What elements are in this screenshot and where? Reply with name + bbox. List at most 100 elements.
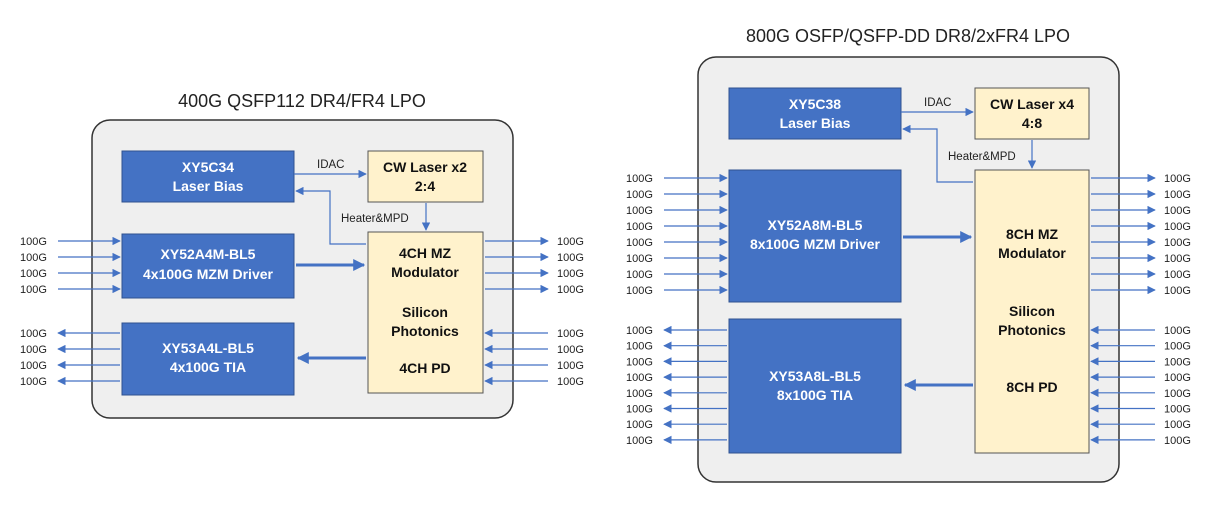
left-tx-out-label: 100G [557, 284, 584, 296]
left-cw-laser-line1: CW Laser x2 [383, 159, 467, 175]
right-driver-desc: 8x100G MZM Driver [750, 236, 880, 252]
right-tx-out-label: 100G [1164, 237, 1191, 249]
right-title: 800G OSFP/QSFP-DD DR8/2xFR4 LPO [746, 26, 1070, 46]
left-rx-out-label: 100G [20, 376, 47, 388]
left-sip-line1: Silicon [402, 304, 448, 320]
left-rx-in-label: 100G [557, 328, 584, 340]
left-tia-desc: 4x100G TIA [170, 359, 246, 375]
left-title: 400G QSFP112 DR4/FR4 LPO [178, 91, 426, 111]
left-driver-chip: XY52A4M-BL5 4x100G MZM Driver [121, 233, 295, 299]
right-tx-in-label: 100G [626, 269, 653, 281]
left-tx-in-label: 100G [20, 284, 47, 296]
right-tx-in-label: 100G [626, 285, 653, 297]
right-tx-outputs: 100G 100G 100G 100G 100G 100G 100G 100G [1091, 173, 1191, 297]
right-tx-out-label: 100G [1164, 285, 1191, 297]
left-cw-laser-line2: 2:4 [415, 178, 435, 194]
right-laser-bias-desc: Laser Bias [780, 115, 851, 131]
left-diagram: 400G QSFP112 DR4/FR4 LPO XY5C34 Laser Bi… [20, 91, 584, 419]
right-mpd-feedback-arrow [902, 124, 973, 183]
left-tx-out-label: 100G [557, 236, 584, 248]
left-laser-bias-chip: XY5C34 Laser Bias [121, 150, 295, 203]
left-rx-out-label: 100G [20, 344, 47, 356]
right-tx-out-label: 100G [1164, 253, 1191, 265]
right-photonics-block: 8CH MZ Modulator Silicon Photonics 8CH P… [974, 169, 1090, 454]
left-rx-in-label: 100G [557, 360, 584, 372]
right-tx-out-label: 100G [1164, 269, 1191, 281]
left-mpd-feedback-arrow [295, 186, 366, 245]
right-sip-line1: Silicon [1009, 303, 1055, 319]
right-rx-in-label: 100G [1164, 435, 1191, 447]
left-tx-inputs: 100G 100G 100G 100G [20, 236, 121, 296]
right-tx-in-label: 100G [626, 253, 653, 265]
right-rx-in-label: 100G [1164, 341, 1191, 353]
right-tx-in-label: 100G [626, 189, 653, 201]
left-rx-inputs: 100G 100G 100G 100G [484, 328, 584, 388]
right-tx-in-label: 100G [626, 237, 653, 249]
left-modulator-line1: 4CH MZ [399, 245, 452, 261]
right-tx-out-label: 100G [1164, 205, 1191, 217]
left-tx-outputs: 100G 100G 100G 100G [485, 236, 584, 296]
left-photonics-block: 4CH MZ Modulator Silicon Photonics 4CH P… [367, 231, 484, 394]
right-tx-out-label: 100G [1164, 189, 1191, 201]
right-tia-chip: XY53A8L-BL5 8x100G TIA [728, 318, 902, 454]
right-driver-chip: XY52A8M-BL5 8x100G MZM Driver [728, 169, 902, 303]
left-tx-in-label: 100G [20, 236, 47, 248]
left-rx-in-label: 100G [557, 376, 584, 388]
left-driver-name: XY52A4M-BL5 [161, 246, 256, 262]
left-rx-outputs: 100G 100G 100G 100G [20, 328, 120, 388]
left-tx-out-label: 100G [557, 252, 584, 264]
right-rx-out-label: 100G [626, 372, 653, 384]
right-tx-inputs: 100G 100G 100G 100G 100G 100G 100G 100G [626, 173, 728, 297]
right-rx-out-label: 100G [626, 388, 653, 400]
right-rx-in-label: 100G [1164, 372, 1191, 384]
right-tx-in-label: 100G [626, 173, 653, 185]
right-rx-in-label: 100G [1164, 325, 1191, 337]
right-modulator-line2: Modulator [998, 245, 1066, 261]
right-tx-in-label: 100G [626, 221, 653, 233]
right-rx-out-label: 100G [626, 435, 653, 447]
right-tx-out-label: 100G [1164, 221, 1191, 233]
left-idac-label: IDAC [317, 159, 344, 171]
left-tx-out-label: 100G [557, 268, 584, 280]
right-rx-out-label: 100G [626, 341, 653, 353]
right-rx-out-label: 100G [626, 325, 653, 337]
left-laser-bias-desc: Laser Bias [173, 178, 244, 194]
right-cw-laser-block: CW Laser x4 4:8 [974, 87, 1090, 140]
left-tia-chip: XY53A4L-BL5 4x100G TIA [121, 322, 295, 396]
right-rx-in-label: 100G [1164, 404, 1191, 416]
left-heater-label: Heater&MPD [341, 213, 409, 225]
right-rx-inputs: 100G 100G 100G 100G 100G 100G 100G 100G [1090, 325, 1191, 447]
right-tx-in-label: 100G [626, 205, 653, 217]
left-tia-name: XY53A4L-BL5 [162, 340, 254, 356]
right-sip-line2: Photonics [998, 322, 1066, 338]
right-modulator-line1: 8CH MZ [1006, 226, 1059, 242]
right-cw-laser-line1: CW Laser x4 [990, 96, 1074, 112]
left-pd-label: 4CH PD [399, 360, 450, 376]
left-rx-out-label: 100G [20, 360, 47, 372]
left-tx-in-label: 100G [20, 268, 47, 280]
right-rx-outputs: 100G 100G 100G 100G 100G 100G 100G 100G [626, 325, 727, 447]
right-rx-out-label: 100G [626, 404, 653, 416]
left-modulator-line2: Modulator [391, 264, 459, 280]
right-driver-name: XY52A8M-BL5 [768, 217, 863, 233]
left-rx-out-label: 100G [20, 328, 47, 340]
right-laser-bias-name: XY5C38 [789, 96, 841, 112]
right-tx-out-label: 100G [1164, 173, 1191, 185]
right-rx-out-label: 100G [626, 356, 653, 368]
right-rx-in-label: 100G [1164, 419, 1191, 431]
right-idac-label: IDAC [924, 97, 951, 109]
left-tx-in-label: 100G [20, 252, 47, 264]
right-cw-laser-line2: 4:8 [1022, 115, 1042, 131]
left-laser-bias-name: XY5C34 [182, 159, 234, 175]
right-tia-name: XY53A8L-BL5 [769, 368, 861, 384]
right-tia-desc: 8x100G TIA [777, 387, 853, 403]
right-rx-out-label: 100G [626, 419, 653, 431]
right-rx-in-label: 100G [1164, 388, 1191, 400]
left-rx-in-label: 100G [557, 344, 584, 356]
left-driver-desc: 4x100G MZM Driver [143, 266, 273, 282]
right-rx-in-label: 100G [1164, 356, 1191, 368]
left-cw-laser-block: CW Laser x2 2:4 [367, 150, 484, 203]
right-laser-bias-chip: XY5C38 Laser Bias [728, 87, 902, 140]
left-sip-line2: Photonics [391, 323, 459, 339]
